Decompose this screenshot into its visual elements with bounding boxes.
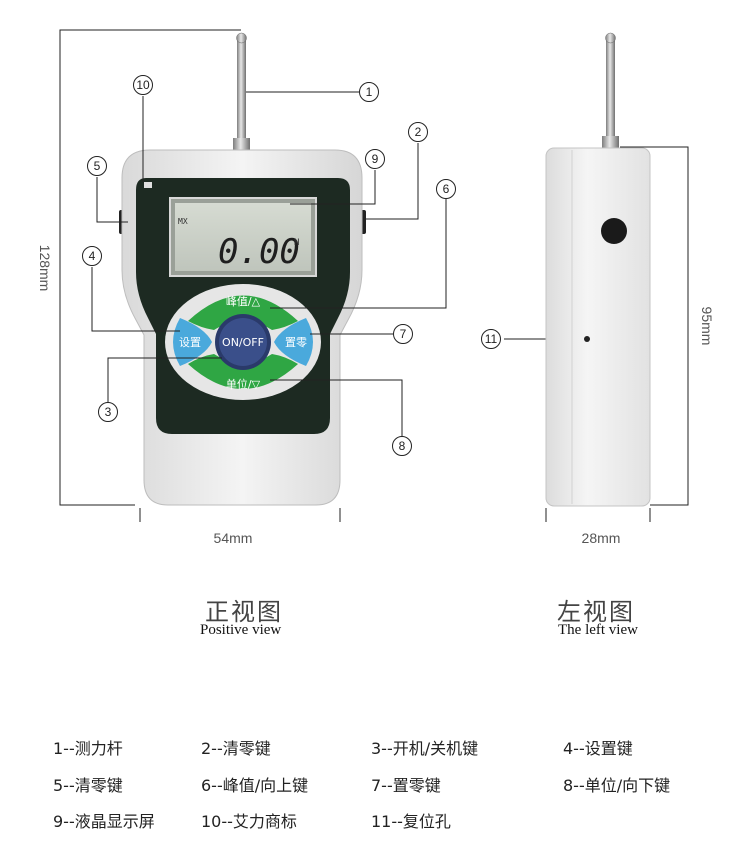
power-label: ON/OFF	[222, 336, 264, 349]
reset-hole	[584, 336, 590, 342]
lcd-screen: MX 0.00 N	[169, 197, 317, 277]
legend-item: 5--清零键	[53, 776, 123, 795]
legend-item: 3--开机/关机键	[371, 739, 479, 758]
callout-number-2: 2	[415, 125, 422, 139]
callout-number-9: 9	[372, 152, 379, 166]
left-view-caption-zh: 左视图	[557, 598, 635, 626]
keypad: 峰值/△ 设置 ON/OFF 置零 单位/▽	[165, 284, 321, 400]
callout-circle-8	[392, 436, 412, 456]
side-button	[601, 218, 627, 244]
legend-item: 7--置零键	[371, 776, 441, 795]
callout-circle-5	[87, 156, 107, 176]
callout-number-7: 7	[400, 327, 407, 341]
legend-item: 4--设置键	[563, 739, 633, 758]
callout-number-5: 5	[94, 159, 101, 173]
dim-width-side: 28mm	[582, 530, 621, 546]
callout-circle-7	[393, 324, 413, 344]
callout-number-11: 11	[485, 332, 498, 346]
legend-item: 11--复位孔	[371, 812, 451, 831]
zero-button[interactable]	[274, 318, 313, 366]
peak-up-label: 峰值/△	[226, 295, 261, 308]
front-view-caption-zh: 正视图	[205, 598, 283, 626]
legend-item: 9--液晶显示屏	[53, 812, 155, 831]
dim-width-front: 54mm	[214, 530, 253, 546]
lcd-unit: N	[294, 238, 299, 248]
callout-number-8: 8	[399, 439, 406, 453]
callout-number-10: 10	[136, 78, 150, 92]
brand-logo	[144, 182, 152, 188]
callout-circle-1	[359, 82, 379, 102]
dim-height-front: 128mm	[37, 245, 53, 292]
lcd-reading: 0.00	[218, 232, 300, 272]
setting-button[interactable]	[173, 318, 212, 366]
callout-number-3: 3	[105, 405, 112, 419]
callout-circle-6	[436, 179, 456, 199]
dim-height-side: 95mm	[699, 307, 715, 346]
callout-number-1: 1	[366, 85, 373, 99]
legend-item: 8--单位/向下键	[563, 776, 671, 795]
power-button[interactable]	[219, 318, 267, 366]
callout-circle-11	[481, 329, 501, 349]
side-rod	[602, 32, 619, 152]
side-dimension-lines	[545, 146, 689, 522]
setting-label: 设置	[179, 336, 201, 349]
callout-markers: 1 2 3 4 5 6 7 8 9 10 11	[82, 75, 501, 456]
legend-item: 2--清零键	[201, 739, 271, 758]
zero-label: 置零	[285, 336, 307, 349]
legend-item: 10--艾力商标	[201, 812, 297, 831]
legend-item: 6--峰值/向上键	[201, 776, 309, 795]
left-view-caption-en: The left view	[558, 622, 638, 638]
callout-leaders	[91, 91, 447, 436]
callout-circle-9	[365, 149, 385, 169]
callout-number-6: 6	[443, 182, 450, 196]
legend-item: 1--测力杆	[53, 739, 123, 758]
callout-circle-3	[98, 402, 118, 422]
callout-circle-10	[133, 75, 153, 95]
callout-number-4: 4	[89, 249, 96, 263]
front-dimension-lines	[59, 29, 341, 522]
unit-down-label: 单位/▽	[226, 377, 261, 391]
side-case	[545, 147, 651, 507]
lcd-corner-text: MX	[178, 217, 188, 226]
front-view-caption-en: Positive view	[200, 622, 282, 638]
force-rod	[233, 32, 250, 154]
peak-up-button[interactable]	[188, 295, 298, 331]
callout-circle-4	[82, 246, 102, 266]
callout-circle-2	[408, 122, 428, 142]
